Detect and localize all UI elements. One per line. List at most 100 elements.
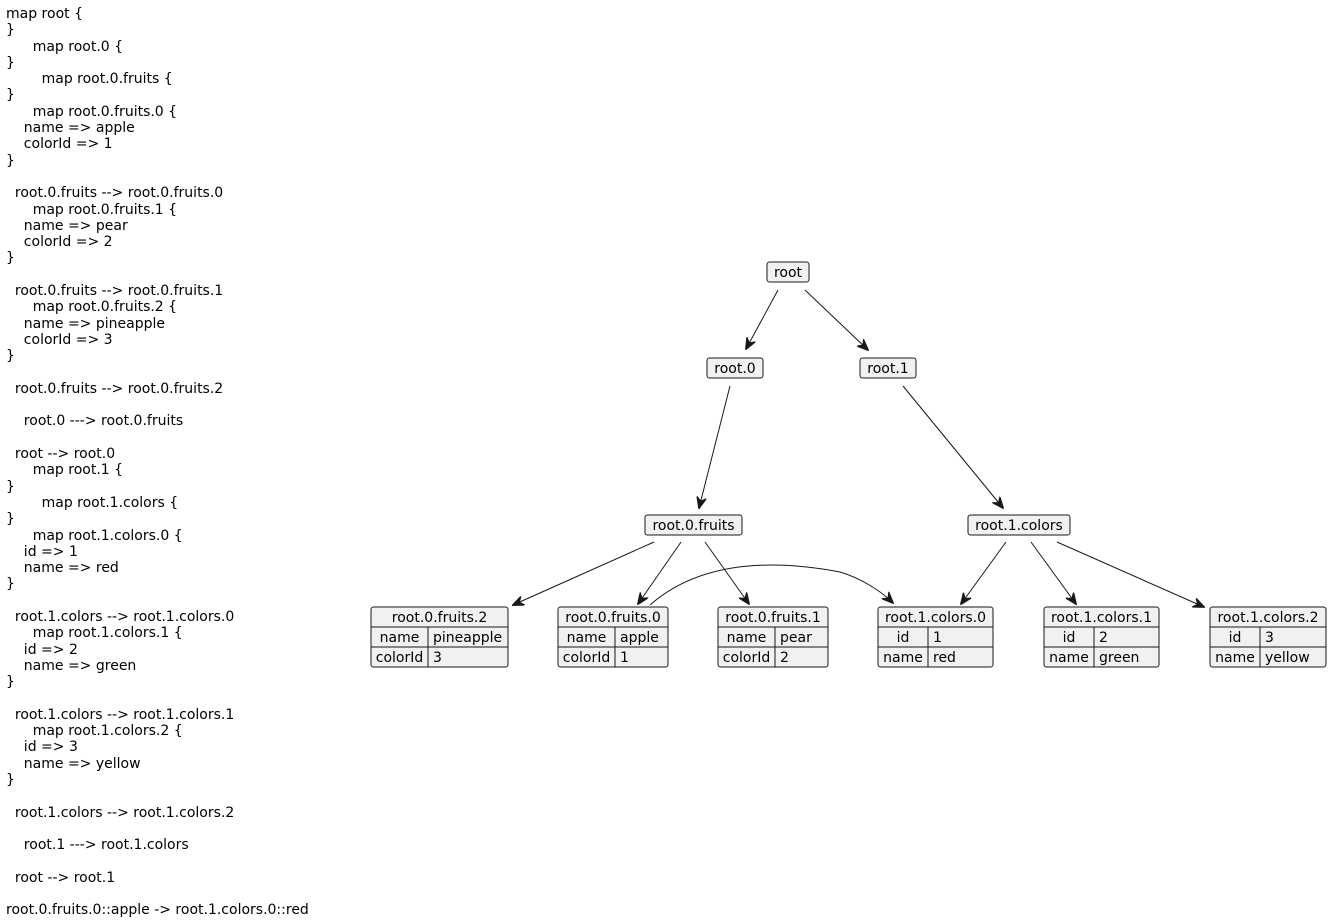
svg-text:root.1.colors.2: root.1.colors.2 <box>1217 610 1318 626</box>
source-line: } <box>6 54 15 71</box>
node-fruits-0: root.0.fruits.0 name apple colorId 1 <box>557 606 669 668</box>
svg-text:pear: pear <box>780 630 812 646</box>
source-line: root.0.fruits --> root.0.fruits.1 <box>6 283 224 300</box>
edge-root-to-root-1 <box>804 289 868 350</box>
source-line: } <box>6 250 15 267</box>
source-line: } <box>6 87 15 104</box>
edge-colors-to-colors-0 <box>961 541 1007 604</box>
node-root-1: root.1 <box>859 357 917 379</box>
svg-text:root.1.colors.0: root.1.colors.0 <box>885 610 986 626</box>
source-line: id => 3 <box>6 739 78 756</box>
svg-text:id: id <box>897 630 910 646</box>
source-line: map root.0.fruits.1 { <box>6 201 178 218</box>
source-line: name => pear <box>6 217 128 234</box>
svg-text:colorId: colorId <box>563 650 611 666</box>
node-root-1-colors: root.1.colors <box>967 514 1071 536</box>
svg-text:root.0.fruits.1: root.0.fruits.1 <box>725 610 820 626</box>
source-line: name => red <box>6 560 119 577</box>
source-line: root.1.colors --> root.1.colors.2 <box>6 804 235 821</box>
source-line: } <box>6 478 15 495</box>
edge-root-0-to-fruits <box>699 385 731 508</box>
source-line: } <box>6 348 15 365</box>
source-line: root.0.fruits --> root.0.fruits.2 <box>6 380 224 397</box>
node-colors-2: root.1.colors.2 id 3 name yellow <box>1209 606 1327 668</box>
source-line: } <box>6 152 15 169</box>
source-line: map root.0.fruits.2 { <box>6 299 178 316</box>
node-fruits-2: root.0.fruits.2 name pineapple colorId 3 <box>370 606 509 668</box>
svg-text:name: name <box>883 650 923 666</box>
svg-text:name: name <box>380 630 420 646</box>
edge-fruits-to-fruits-0 <box>638 541 682 604</box>
edge-fruits-to-fruits-2 <box>513 541 655 605</box>
svg-text:name: name <box>567 630 607 646</box>
node-root-0: root.0 <box>706 357 764 379</box>
node-colors-1: root.1.colors.1 id 2 name green <box>1043 606 1160 668</box>
source-line: name => apple <box>6 120 135 137</box>
svg-text:name: name <box>727 630 767 646</box>
svg-text:3: 3 <box>1265 630 1274 646</box>
svg-text:root.1: root.1 <box>867 361 908 377</box>
svg-text:colorId: colorId <box>723 650 771 666</box>
source-line: name => yellow <box>6 755 141 772</box>
edge-colors-to-colors-1 <box>1030 541 1076 604</box>
svg-text:1: 1 <box>620 650 629 666</box>
node-fruits-1: root.0.fruits.1 name pear colorId 2 <box>717 606 829 668</box>
source-line: map root { <box>6 6 83 22</box>
source-line: root --> root.1 <box>6 869 116 886</box>
svg-text:green: green <box>1099 650 1139 666</box>
source-line: root --> root.0 <box>6 446 116 463</box>
svg-text:yellow: yellow <box>1265 650 1310 666</box>
source-line: colorId => 2 <box>6 234 113 251</box>
svg-text:root.0.fruits.2: root.0.fruits.2 <box>392 610 487 626</box>
svg-text:id: id <box>1229 630 1242 646</box>
source-line: colorId => 3 <box>6 331 113 348</box>
source-line: map root.0 { <box>6 38 124 55</box>
source-line: map root.1.colors.1 { <box>6 625 183 642</box>
svg-text:root.0.fruits.0: root.0.fruits.0 <box>565 610 660 626</box>
source-line: } <box>6 771 15 788</box>
source-line: id => 2 <box>6 641 78 658</box>
edge-fruits-to-fruits-1 <box>704 541 749 604</box>
svg-text:name: name <box>1215 650 1255 666</box>
svg-text:name: name <box>1049 650 1089 666</box>
source-line: colorId => 1 <box>6 136 113 153</box>
source-line: root.1.colors --> root.1.colors.1 <box>6 706 235 723</box>
edge-colors-to-colors-2 <box>1056 541 1204 607</box>
svg-text:id: id <box>1063 630 1076 646</box>
svg-text:2: 2 <box>780 650 789 666</box>
source-line: root.1.colors --> root.1.colors.0 <box>6 608 235 625</box>
source-line: map root.1.colors { <box>6 494 179 511</box>
edges <box>513 289 1204 607</box>
source-line: map root.0.fruits.0 { <box>6 103 178 120</box>
source-line: map root.1 { <box>6 462 124 479</box>
svg-text:pineapple: pineapple <box>433 630 502 646</box>
edge-apple-to-red <box>649 564 893 606</box>
svg-text:apple: apple <box>620 630 659 646</box>
source-line: name => green <box>6 657 137 674</box>
source-line: map root.1.colors.2 { <box>6 723 183 740</box>
source-line: root.1 ---> root.1.colors <box>6 837 189 854</box>
svg-text:1: 1 <box>933 630 942 646</box>
edge-root-1-to-colors <box>902 385 1003 508</box>
svg-text:2: 2 <box>1099 630 1108 646</box>
svg-text:colorId: colorId <box>376 650 424 666</box>
source-line: } <box>6 576 15 593</box>
source-line: } <box>6 22 15 39</box>
svg-text:root.0.fruits: root.0.fruits <box>652 518 734 534</box>
node-root-0-fruits: root.0.fruits <box>644 514 743 536</box>
node-colors-0: root.1.colors.0 id 1 name red <box>877 606 994 668</box>
edge-root-to-root-0 <box>746 289 779 349</box>
source-line: } <box>6 674 15 691</box>
svg-text:root.1.colors.1: root.1.colors.1 <box>1051 610 1152 626</box>
source-line: map root.0.fruits { <box>6 71 173 88</box>
source-line: root.0.fruits.0::apple -> root.1.colors.… <box>6 902 309 919</box>
svg-text:root.1.colors: root.1.colors <box>975 518 1063 534</box>
svg-text:root.0: root.0 <box>714 361 755 377</box>
source-code: map root {} map root.0 {} map root.0.fru… <box>6 6 309 919</box>
source-line: root.0.fruits --> root.0.fruits.0 <box>6 185 224 202</box>
node-root: root <box>766 261 810 283</box>
source-line: } <box>6 511 15 528</box>
source-line: id => 1 <box>6 543 78 560</box>
source-line: map root.1.colors.0 { <box>6 527 183 544</box>
